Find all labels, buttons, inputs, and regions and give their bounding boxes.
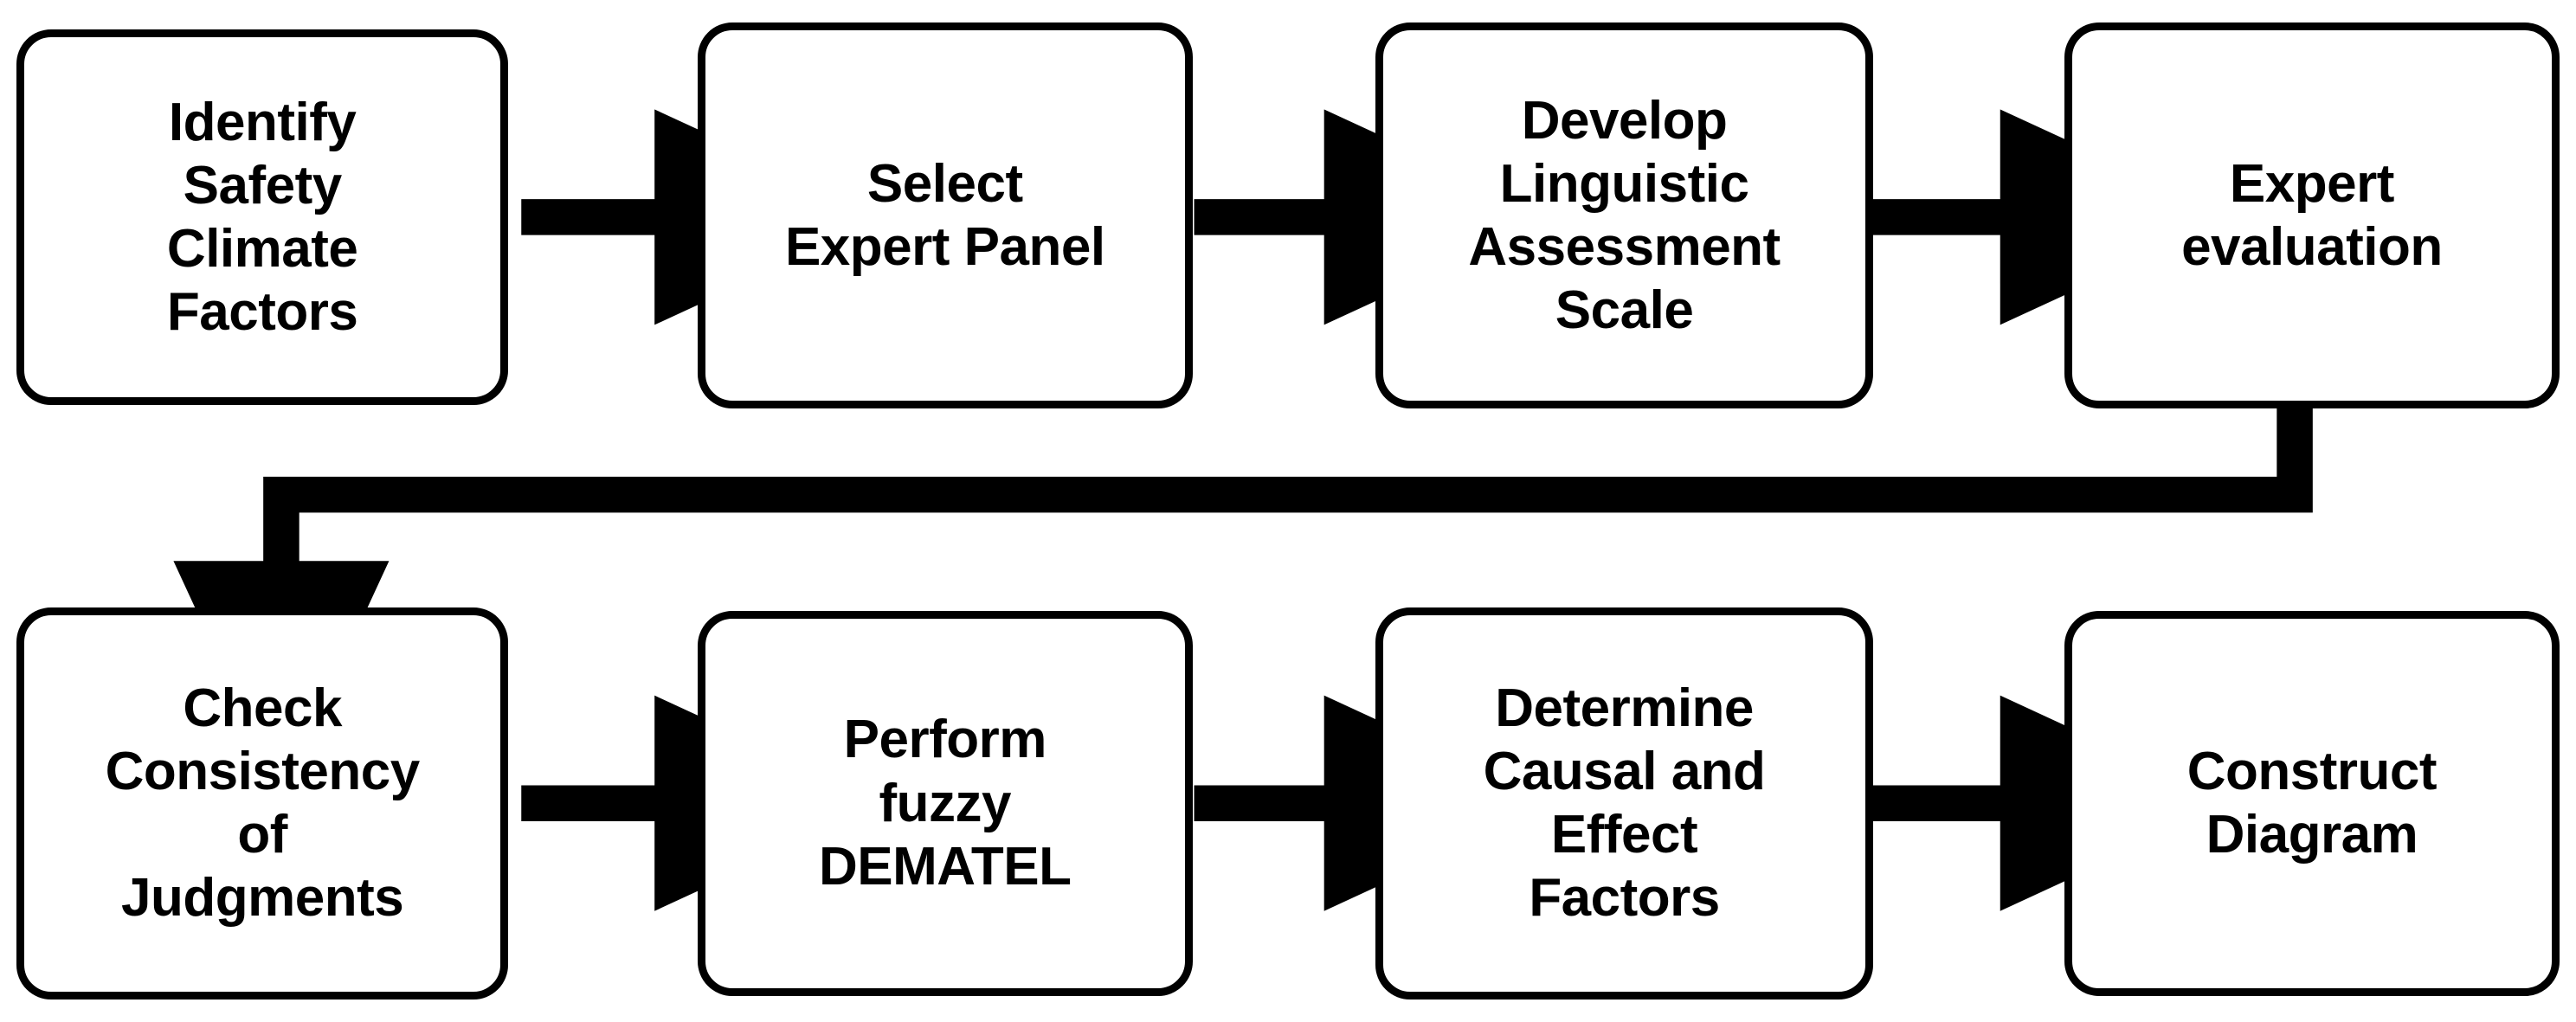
process-node-expert-evaluation[interactable]: Expert evaluation	[2064, 22, 2560, 408]
process-node-check-consistency-of-judgments[interactable]: Check Consistency of Judgments	[16, 607, 509, 1000]
node-label: Identify Safety Climate Factors	[166, 92, 358, 343]
process-node-determine-causal-and-effect-factors[interactable]: Determine Causal and Effect Factors	[1375, 607, 1874, 1000]
node-label: Develop Linguistic Assessment Scale	[1468, 90, 1781, 341]
node-label: Select Expert Panel	[784, 153, 1105, 278]
node-label: Determine Causal and Effect Factors	[1483, 678, 1766, 929]
process-node-select-expert-panel[interactable]: Select Expert Panel	[697, 22, 1193, 408]
node-label: Perform fuzzy DEMATEL	[818, 710, 1072, 897]
node-label: Check Consistency of Judgments	[105, 678, 421, 929]
connector-arrow-n4-n5	[173, 408, 2313, 795]
process-node-perform-fuzzy-dematel[interactable]: Perform fuzzy DEMATEL	[697, 610, 1193, 996]
node-label: Construct Diagram	[2186, 742, 2438, 865]
process-node-identify-safety-climate-factors[interactable]: Identify Safety Climate Factors	[16, 29, 509, 405]
node-label: Expert evaluation	[2181, 153, 2443, 278]
process-node-develop-linguistic-assessment-scale[interactable]: Develop Linguistic Assessment Scale	[1375, 22, 1874, 408]
process-node-construct-diagram[interactable]: Construct Diagram	[2064, 610, 2560, 996]
